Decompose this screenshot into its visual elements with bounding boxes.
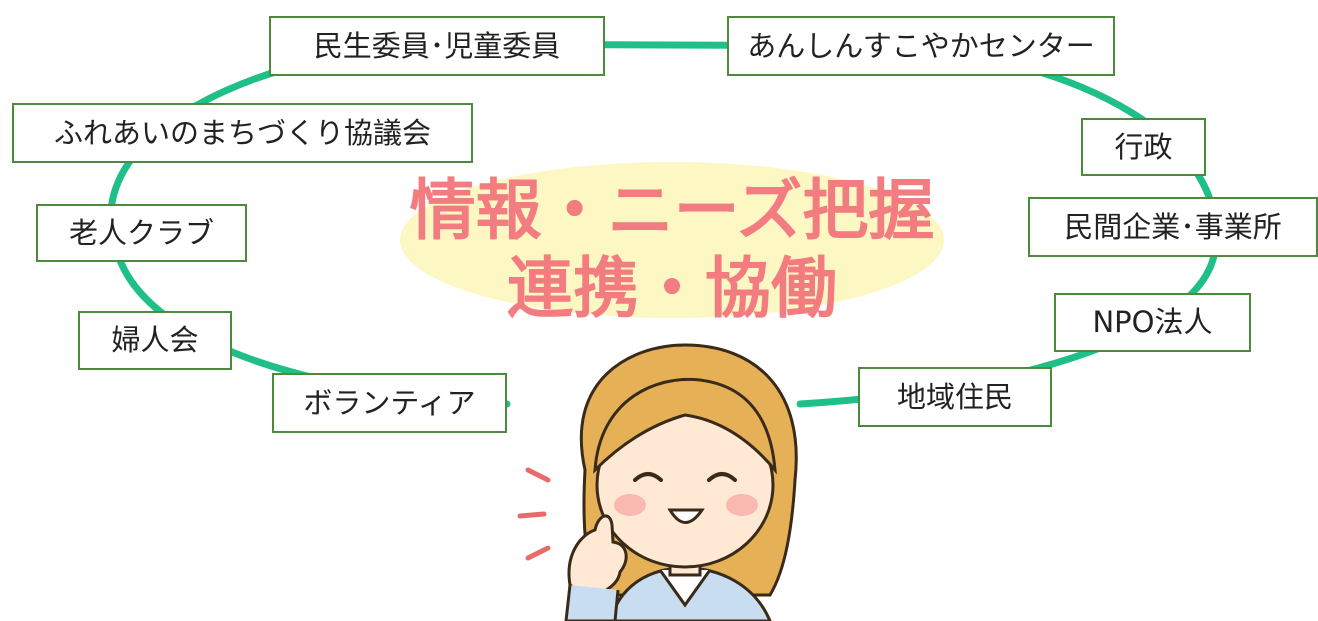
node-fujinkai: 婦人会 <box>78 311 232 370</box>
node-private-business: 民間企業･事業所 <box>1028 197 1318 257</box>
center-highlight <box>400 162 944 318</box>
node-gyosei: 行政 <box>1081 118 1206 176</box>
headline-line-2: 連携・協働 <box>507 250 837 327</box>
node-local-residents: 地域住民 <box>858 367 1052 427</box>
node-npo: NPO法人 <box>1054 293 1251 352</box>
node-rojin-club: 老人クラブ <box>36 204 247 262</box>
node-fureai-council: ふれあいのまちづくり協議会 <box>12 103 473 163</box>
node-volunteer: ボランティア <box>272 373 507 433</box>
headline-line-1: 情報・ニーズ把握 <box>409 172 935 249</box>
node-anshin-center: あんしんすこやかセンター <box>727 16 1115 76</box>
node-minsei-jido-iin: 民生委員･児童委員 <box>269 16 605 76</box>
woman-thumbs-up-illustration <box>517 343 798 621</box>
